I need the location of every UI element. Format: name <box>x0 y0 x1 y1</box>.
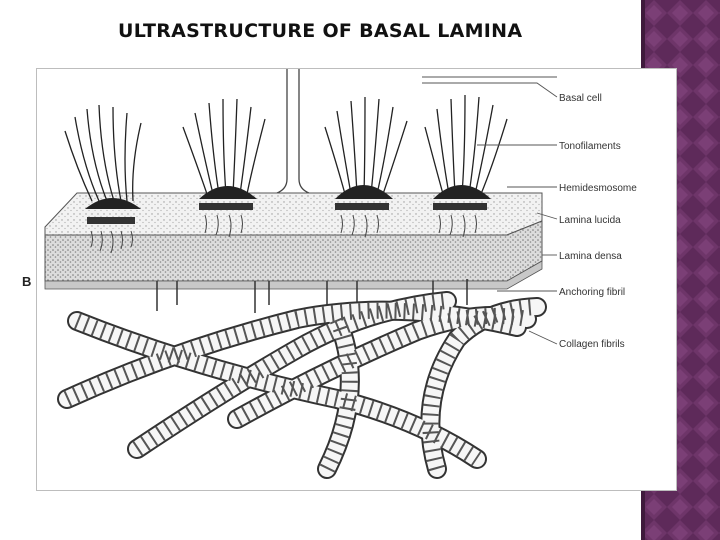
hemidesmosome-group-2 <box>182 98 266 238</box>
cell-membrane-left <box>276 69 288 194</box>
hemidesmosome-group-1 <box>64 104 142 254</box>
hemidesmosome-group-3 <box>324 96 408 238</box>
label-lamina-lucida: Lamina lucida <box>559 215 621 226</box>
hemidesmosome-group-4 <box>424 94 508 238</box>
label-hemidesmosome: Hemidesmosome <box>559 183 637 194</box>
label-collagen-fibrils: Collagen fibrils <box>559 339 625 350</box>
basal-lamina-figure: Basal cell Tonofilaments Hemidesmosome L… <box>36 68 677 491</box>
slide-title: ULTRASTRUCTURE OF BASAL LAMINA <box>118 20 523 42</box>
label-basal-cell: Basal cell <box>559 93 602 104</box>
label-lamina-densa: Lamina densa <box>559 251 622 262</box>
label-leader-lines <box>422 82 558 345</box>
panel-letter: B <box>22 274 32 289</box>
lamina-densa-edge <box>44 260 543 290</box>
label-anchoring-fibril: Anchoring fibril <box>559 287 625 298</box>
basal-lamina-diagram: Basal cell Tonofilaments Hemidesmosome L… <box>44 69 637 479</box>
collagen-fibrils <box>57 291 547 479</box>
label-tonofilaments: Tonofilaments <box>559 141 621 152</box>
cell-membrane-right <box>298 69 310 194</box>
